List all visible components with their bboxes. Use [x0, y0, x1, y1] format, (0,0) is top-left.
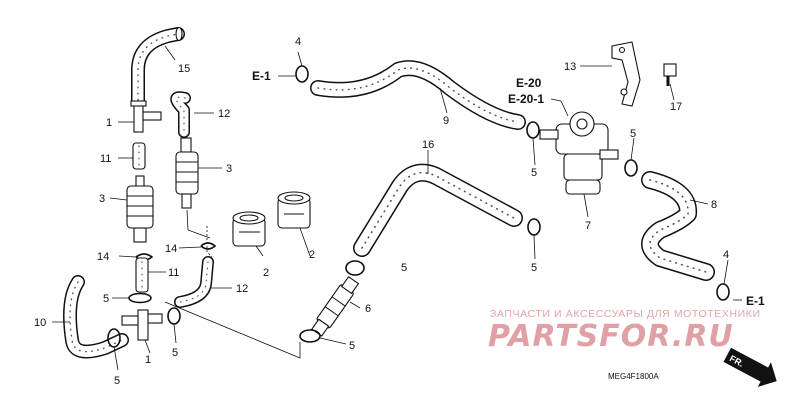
clamp-5-f — [526, 121, 540, 139]
front-direction-arrow: FR. — [723, 347, 777, 387]
callout-3-right: 3 — [226, 163, 232, 175]
callout-5-a: 5 — [103, 293, 109, 305]
callout-8: 8 — [711, 199, 717, 211]
hose-11-upper — [132, 142, 146, 170]
ref-e-1-bottom: E-1 — [746, 294, 765, 308]
air-injection-valve-7 — [539, 111, 619, 195]
callout-9: 9 — [443, 115, 449, 127]
ref-e-20-1: E-20-1 — [508, 92, 544, 106]
ref-e-1-top: E-1 — [252, 69, 271, 83]
hose-15 — [131, 26, 185, 107]
callout-11-upper: 11 — [100, 153, 111, 165]
clamp-5-e — [527, 218, 541, 236]
callout-11-lower: 11 — [168, 267, 179, 279]
bracket-13 — [611, 41, 641, 107]
callout-4-top: 4 — [295, 36, 301, 48]
callout-5-c: 5 — [172, 347, 178, 359]
hose-16 — [353, 163, 523, 257]
hose-8 — [641, 171, 715, 281]
diagram-code: MEG4F1800A — [608, 372, 659, 381]
callout-15: 15 — [178, 63, 190, 75]
callout-5-d: 5 — [401, 262, 407, 274]
callout-10: 10 — [34, 317, 46, 329]
callout-1-upper: 1 — [106, 117, 112, 129]
watermark-top-text: ЗАПЧАСТИ И АКСЕССУАРЫ ДЛЯ МОТОТЕХНИКИ — [490, 308, 761, 320]
callout-5-e: 5 — [531, 262, 537, 274]
leader-lines — [52, 45, 742, 371]
bolt-17 — [663, 63, 677, 86]
rubber-mount-2-left — [232, 211, 266, 247]
hose-12-lower — [174, 256, 214, 308]
watermark-logo: PARTSFOR.RU — [488, 319, 734, 354]
hose-11-lower — [135, 257, 149, 293]
callout-12-upper: 12 — [218, 108, 230, 120]
clamp-5-h — [624, 159, 638, 177]
callout-14-left: 14 — [97, 251, 109, 263]
rubber-mount-2-right — [277, 191, 311, 229]
callout-5-g: 5 — [349, 340, 355, 352]
clamp-5-d — [345, 260, 365, 276]
callout-3-left: 3 — [99, 193, 105, 205]
callout-16: 16 — [422, 139, 434, 151]
callout-6: 6 — [365, 303, 371, 315]
t-joint-1-lower — [121, 309, 163, 341]
clamp-5-c — [167, 307, 181, 325]
clamp-4-bottom — [716, 283, 730, 301]
clamp-5-g — [299, 329, 321, 343]
clamp-5-a — [128, 292, 152, 304]
fuel-filter-3-left — [126, 175, 154, 243]
fuel-filter-3-right — [175, 137, 199, 209]
callout-2-right: 2 — [309, 249, 315, 261]
ref-e-20: E-20 — [516, 76, 542, 90]
callout-5-f: 5 — [531, 167, 537, 179]
hose-9 — [310, 60, 526, 130]
callout-5-h: 5 — [630, 128, 636, 140]
hose-12-upper — [170, 91, 191, 138]
pipe-joint-6 — [311, 275, 360, 337]
callout-4-bottom: 4 — [723, 249, 729, 261]
callout-14-right: 14 — [165, 243, 177, 255]
callout-12-lower: 12 — [236, 283, 248, 295]
callout-17: 17 — [670, 101, 682, 113]
t-joint-1-upper — [130, 100, 162, 133]
callout-2-left: 2 — [263, 267, 269, 279]
clip-14-right — [200, 242, 217, 250]
callout-13: 13 — [564, 61, 576, 73]
callout-7: 7 — [585, 220, 591, 232]
hose-10 — [63, 275, 129, 359]
callout-1-lower: 1 — [145, 354, 151, 366]
clamp-4-top — [295, 65, 309, 83]
callout-5-b: 5 — [114, 375, 120, 387]
